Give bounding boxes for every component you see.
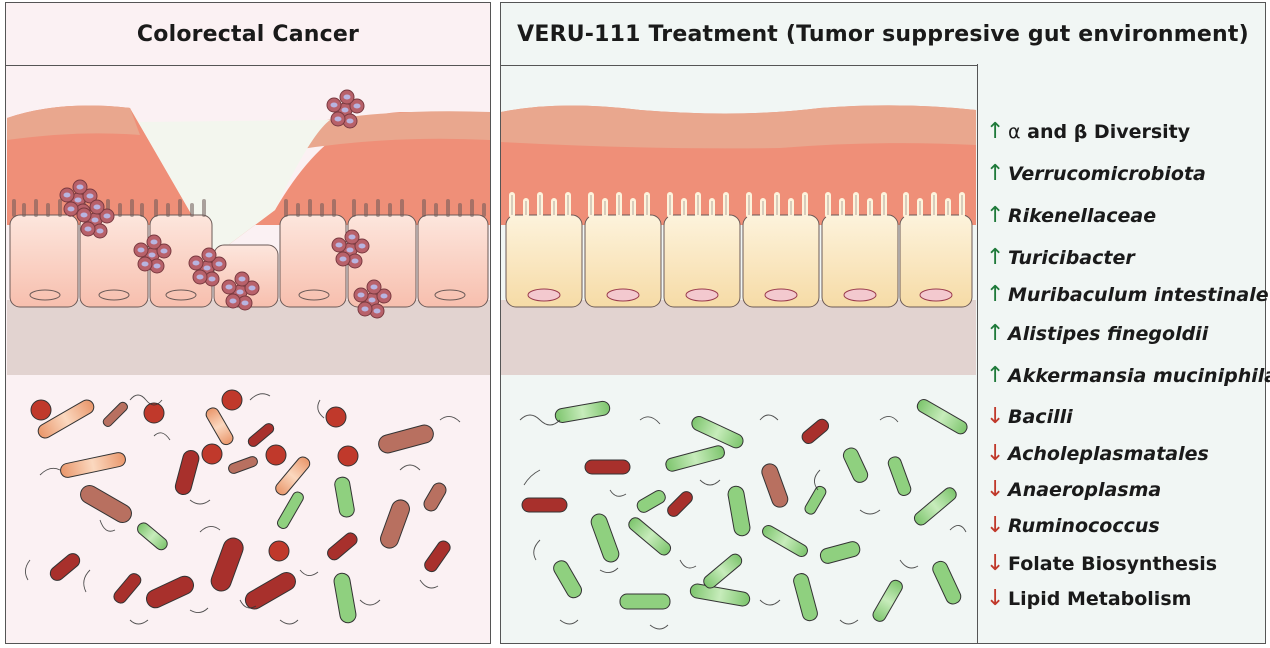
arrow-down-icon: ↓: [986, 404, 1005, 429]
finding-label: Alistipes finegoldii: [1008, 322, 1209, 345]
panel-title-veru-111-treatment: VERU-111 Treatment (Tumor suppresive gut…: [501, 3, 1265, 66]
findings-list: ↑α and β Diversity↑Verrucomicrobiota↑Rik…: [977, 64, 1270, 643]
finding-prefix: α: [1008, 120, 1021, 143]
arrow-up-icon: ↑: [986, 282, 1005, 307]
finding-item: ↓Ruminococcus: [986, 513, 1160, 538]
finding-label: Anaeroplasma: [1008, 478, 1162, 501]
arrow-down-icon: ↓: [986, 586, 1005, 611]
finding-item: ↑Turicibacter: [986, 245, 1135, 270]
finding-label: Rikenellaceae: [1008, 204, 1157, 227]
finding-label: Bacilli: [1008, 405, 1073, 428]
finding-item: ↑Alistipes finegoldii: [986, 321, 1208, 346]
finding-label: and β Diversity: [1020, 120, 1191, 143]
finding-item: ↓Lipid Metabolism: [986, 586, 1191, 611]
arrow-up-icon: ↑: [986, 245, 1005, 270]
finding-label: Muribaculum intestinale: [1008, 283, 1269, 306]
arrow-up-icon: ↑: [986, 119, 1005, 144]
arrow-up-icon: ↑: [986, 321, 1005, 346]
finding-label: Acholeplasmatales: [1008, 442, 1209, 465]
finding-label: Akkermansia muciniphila: [1008, 364, 1270, 387]
finding-label: Turicibacter: [1008, 246, 1135, 269]
arrow-down-icon: ↓: [986, 441, 1005, 466]
arrow-down-icon: ↓: [986, 477, 1005, 502]
finding-item: ↓Acholeplasmatales: [986, 441, 1209, 466]
healthy-tissue: [501, 105, 976, 375]
cancer-tissue: [7, 89, 490, 375]
finding-item: ↑Rikenellaceae: [986, 203, 1156, 228]
arrow-up-icon: ↑: [986, 161, 1005, 186]
dysbiotic-microbiota: [25, 389, 461, 625]
finding-label: Folate Biosynthesis: [1008, 552, 1218, 575]
finding-label: Ruminococcus: [1008, 514, 1160, 537]
epithelial-cells-healthy: [505, 192, 973, 308]
finding-item: ↓Anaeroplasma: [986, 477, 1161, 502]
arrow-down-icon: ↓: [986, 551, 1005, 576]
panel-title-colorectal-cancer: Colorectal Cancer: [6, 3, 490, 66]
finding-item: ↑Verrucomicrobiota: [986, 161, 1206, 186]
finding-item: ↓Folate Biosynthesis: [986, 551, 1217, 576]
healthy-microbiota: [519, 398, 968, 630]
finding-label: Lipid Metabolism: [1008, 587, 1192, 610]
finding-label: Verrucomicrobiota: [1008, 162, 1206, 185]
finding-item: ↑α and β Diversity: [986, 119, 1190, 144]
finding-item: ↑Akkermansia muciniphila: [986, 363, 1270, 388]
arrow-up-icon: ↑: [986, 363, 1005, 388]
finding-item: ↓Bacilli: [986, 404, 1073, 429]
arrow-down-icon: ↓: [986, 513, 1005, 538]
arrow-up-icon: ↑: [986, 203, 1005, 228]
finding-item: ↑Muribaculum intestinale: [986, 282, 1269, 307]
